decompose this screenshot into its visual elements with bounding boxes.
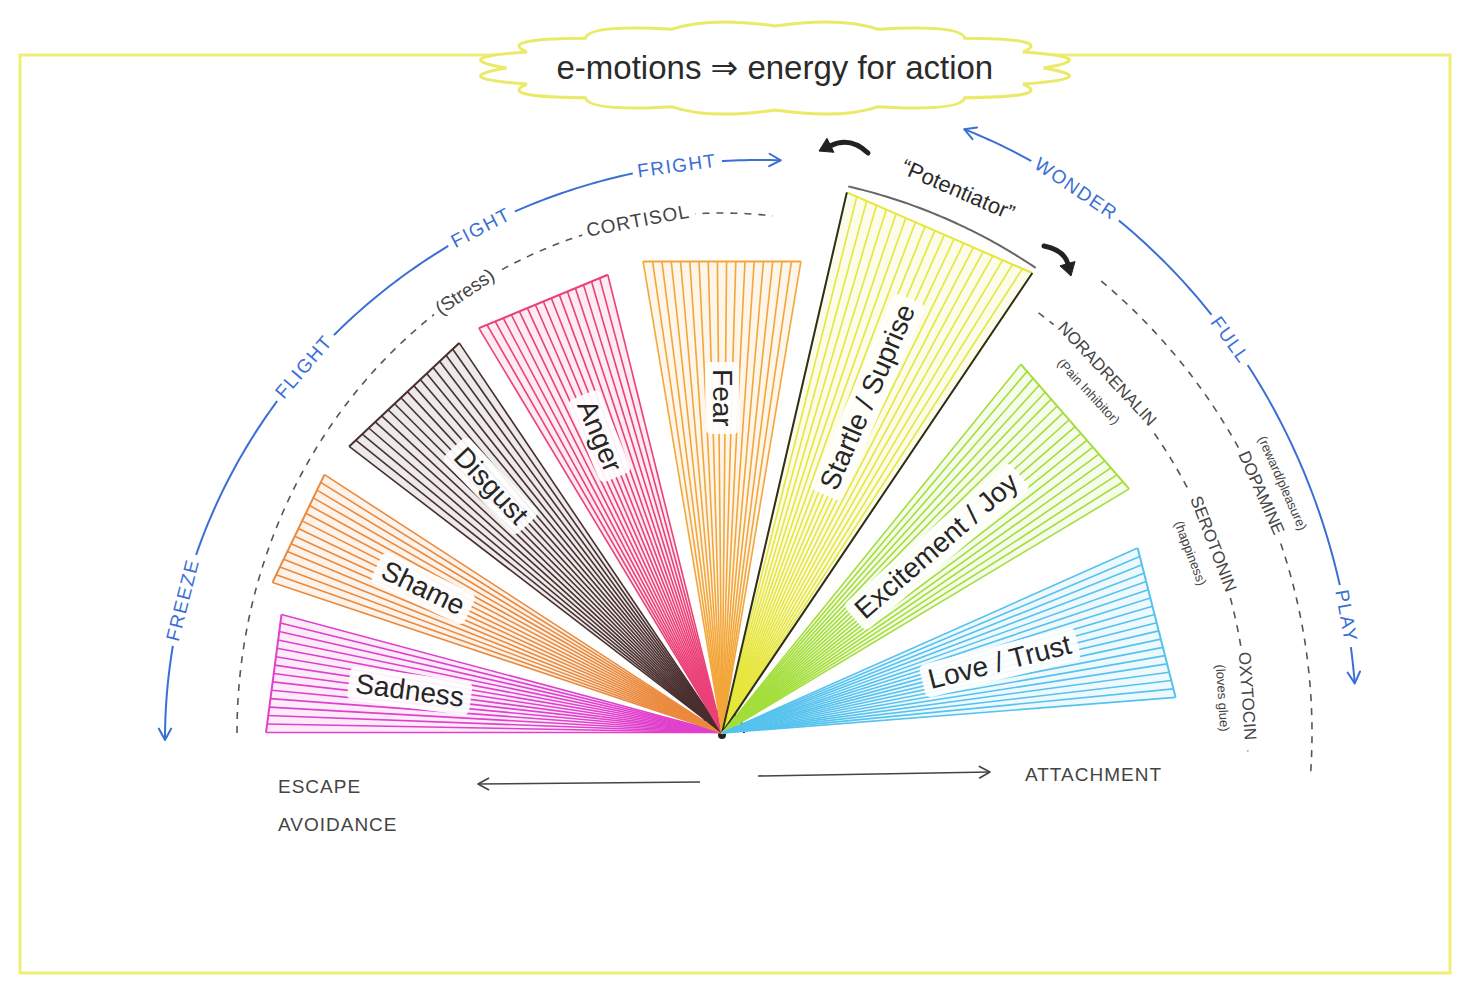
diagram-label: FIGHT — [443, 201, 519, 255]
wedge-line — [690, 262, 722, 733]
wedge-line — [653, 262, 722, 733]
wedge-line — [643, 262, 722, 733]
diagram-label: ATTACHMENT — [1020, 764, 1167, 786]
direction-arrow — [478, 782, 700, 784]
label-holder: (Stress) — [427, 262, 503, 323]
diagram-label: “Potentiator” — [893, 152, 1023, 227]
wedge-rim — [479, 275, 608, 328]
wedge-line — [722, 623, 1163, 758]
label-holder: Fear — [705, 363, 739, 435]
wedge-rim — [266, 615, 282, 733]
wedge-line — [699, 262, 722, 733]
potentiator-arrowhead — [1060, 262, 1075, 276]
label-holder: CORTISOL — [579, 199, 696, 242]
diagram-label: OXYTOCIN — [1234, 646, 1260, 746]
label-holder: “Potentiator” — [893, 152, 1023, 227]
potentiator-arrowhead — [819, 138, 834, 152]
label-holder: FRIGHT — [631, 149, 723, 183]
wedge-line — [722, 623, 1165, 766]
label-holder: FLIGHT — [268, 327, 341, 407]
wedge-fill — [703, 548, 1176, 808]
diagram-label: WONDER — [1027, 150, 1127, 227]
direction-arrowhead — [979, 766, 990, 778]
arc-arrowhead — [1348, 671, 1360, 683]
wedge-line — [712, 581, 1157, 733]
wedge-rim — [349, 343, 459, 447]
arc-arrowhead — [159, 729, 171, 740]
wedge-rim — [272, 475, 324, 583]
wedge-line — [720, 614, 1157, 733]
diagram-label: ESCAPE AVOIDANCE — [275, 768, 401, 844]
wedge-line — [705, 556, 1156, 733]
label-holder: FULL — [1203, 308, 1257, 371]
label-holder: OXYTOCIN — [1234, 646, 1260, 746]
diagram-label: (loves glue) — [1211, 659, 1231, 737]
diagram-label: (Stress) — [427, 262, 503, 323]
diagram-label: PLAY — [1330, 583, 1363, 649]
label-holder: (loves glue) — [1211, 659, 1234, 737]
diagram-label: CORTISOL — [579, 199, 696, 242]
wedge-line — [717, 262, 722, 733]
wedge-line — [722, 623, 1161, 750]
direction-arrowhead — [478, 778, 489, 790]
label-holder: ESCAPE AVOIDANCE — [275, 768, 401, 844]
wedge-line — [722, 623, 1173, 800]
arc-arrowhead — [964, 128, 977, 140]
direction-arrow — [758, 772, 990, 776]
page-frame — [20, 55, 1450, 973]
diagram-label: FLIGHT — [268, 327, 341, 407]
wedge-line — [722, 623, 1171, 791]
title-holder: e-motions ⇒ energy for action — [557, 48, 994, 88]
label-holder: FREEZE — [160, 551, 204, 647]
label-holder: PLAY — [1330, 583, 1363, 649]
arc-arrowhead — [769, 154, 781, 166]
label-holder: WONDER — [1027, 150, 1127, 227]
diagram-label: FRIGHT — [631, 149, 723, 183]
diagram-label: FREEZE — [160, 551, 204, 647]
wedge-line — [722, 623, 1176, 808]
wedge-rim — [643, 261, 801, 263]
wedge-line — [708, 262, 722, 733]
diagram-label: FULL — [1203, 308, 1257, 371]
label-holder: ATTACHMENT — [1020, 764, 1167, 786]
wedge-line — [671, 262, 722, 733]
wedge-rim — [1138, 548, 1176, 697]
potentiator-arrow — [830, 142, 868, 153]
title-cloud — [481, 22, 1070, 114]
diagram-title: e-motions ⇒ energy for action — [557, 48, 994, 88]
wedge-line — [722, 623, 1167, 775]
label-holder: FIGHT — [443, 201, 519, 255]
emotion-label: Fear — [705, 363, 739, 435]
potentiator-arrow — [1044, 246, 1068, 264]
wedge-line — [662, 262, 722, 733]
wedge-line — [681, 262, 722, 733]
wedge-line — [718, 606, 1157, 733]
